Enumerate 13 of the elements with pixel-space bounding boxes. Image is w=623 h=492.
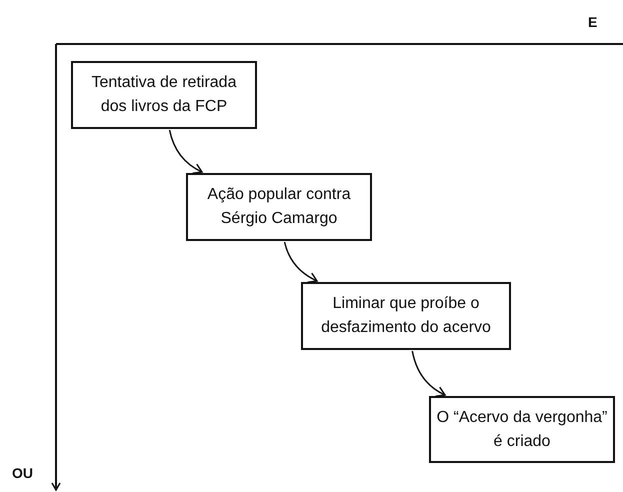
event-box [429,396,615,463]
axis-label: OU [12,464,33,483]
curved-arrow [412,350,446,397]
curved-arrow [168,130,203,174]
curved-arrow [284,242,318,283]
event-text: O “Acervo da vergonha” é criado [436,408,608,452]
event-box [301,282,511,350]
event-text: Liminar que proíbe o desfazimento do acervo [320,294,492,338]
axis-label: E [588,13,598,32]
event-box [71,61,257,129]
event-text: Ação popular contra Sérgio Camargo [206,185,352,229]
event-box [186,173,372,241]
event-text: Tentativa de retirada dos livros da FCP [90,73,238,117]
